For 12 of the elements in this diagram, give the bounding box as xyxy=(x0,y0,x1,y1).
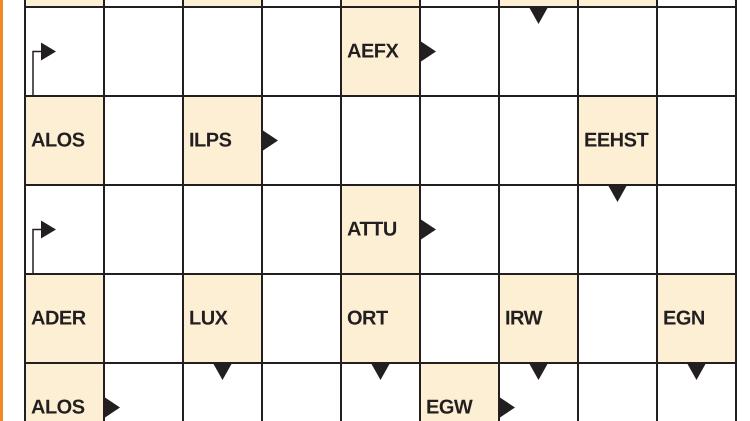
clue-text: EGW xyxy=(426,396,472,419)
clue-text: AEFX xyxy=(347,40,398,63)
clue-text: EGN xyxy=(663,307,705,330)
clue-text: ATTU xyxy=(347,218,397,241)
clue-text: ILPS xyxy=(189,129,232,152)
clue-text: ALOS xyxy=(31,396,85,419)
clue-text: LUX xyxy=(189,307,228,330)
clue-text: ADER xyxy=(31,307,86,330)
clue-text: ALOS xyxy=(31,129,85,152)
clue-text: EEHST xyxy=(584,129,648,152)
clue-text: ORT xyxy=(347,307,388,330)
clue-text: IRW xyxy=(505,307,542,330)
